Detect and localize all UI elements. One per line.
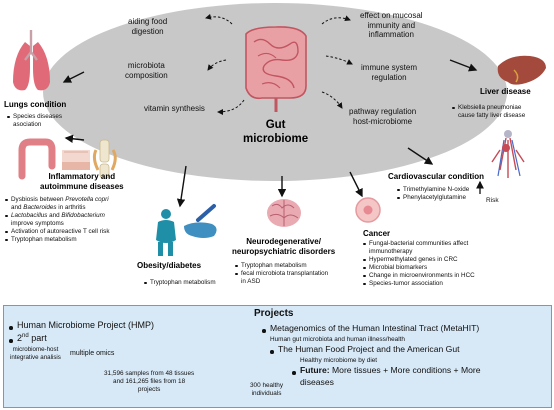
vessels-icon (491, 130, 525, 178)
metahit-sub: Human gut microbiota and human illness/h… (270, 336, 405, 343)
liver-icon (497, 55, 546, 85)
function-vitamin: vitamin synthesis (144, 104, 205, 113)
obesity-title: Obesity/diabetes (137, 261, 202, 270)
insulin-pen-icon (196, 204, 216, 222)
condition-arrows (62, 59, 478, 208)
gut-icon (245, 26, 307, 112)
list-item: Tryptophan metabolism (5, 236, 109, 244)
skin-icon (62, 150, 90, 170)
list-item: Activation of autoreactive T cell risk (5, 228, 109, 236)
bullet-dot (9, 326, 13, 330)
neuro-title: Neurodegenerative/neuropsychiatric disor… (232, 237, 336, 256)
risk-label: Risk (486, 197, 499, 204)
bullet-dot (292, 371, 296, 375)
knee-icon (92, 139, 117, 179)
projects-panel (3, 305, 552, 408)
bullet-dot (9, 339, 13, 343)
metahit-title: Metagenomics of the Human Intestinal Tra… (270, 323, 480, 333)
list-item: Tryptophan metabolism (144, 279, 216, 287)
brain-icon (267, 199, 301, 227)
list-item: Microbial biomarkers (363, 264, 475, 272)
pancreas-icon (184, 222, 217, 238)
list-item: Hypermethylated genes in CRC (363, 256, 475, 264)
obesity-list: Tryptophan metabolism (144, 279, 216, 287)
cardio-list: Trimethylamine N-oxide Phenylacetylgluta… (397, 186, 469, 202)
food-title: The Human Food Project and the American … (278, 344, 460, 354)
cancer-cell-icon (355, 197, 381, 223)
food-sub: Healthy microbiome by diet (300, 357, 378, 364)
second-part-label: 2nd part (17, 333, 47, 343)
list-item: Species-tumor association (363, 280, 475, 288)
future-text: Future: More tissues + More conditions +… (300, 365, 481, 375)
bullet-dot (262, 329, 266, 333)
list-item: Tryptophan metabolism (235, 262, 328, 270)
cancer-title: Cancer (363, 229, 391, 238)
bullet-dot (270, 350, 274, 354)
future-text-line2: diseases (300, 377, 334, 387)
list-item: Trimethylamine N-oxide (397, 186, 469, 194)
liver-title: Liver disease (480, 87, 531, 96)
lungs-title: Lungs condition (4, 100, 67, 109)
list-item: Change in microenvironments in HCC (363, 272, 475, 280)
lungs-icon (13, 30, 50, 91)
obesity-person-icon (156, 209, 176, 256)
projects-title: Projects (254, 308, 294, 319)
list-item: Phenylacetylglutamine (397, 194, 469, 202)
hmp-label: Human Microbiome Project (HMP) (17, 320, 155, 330)
function-arrows (205, 13, 353, 115)
neuro-list: Tryptophan metabolism fecal microbiota t… (235, 262, 328, 286)
colon-icon (18, 138, 56, 180)
multiomics-right: multiple omics (70, 350, 115, 357)
cardio-title: Cardiovascular condition (388, 172, 485, 181)
